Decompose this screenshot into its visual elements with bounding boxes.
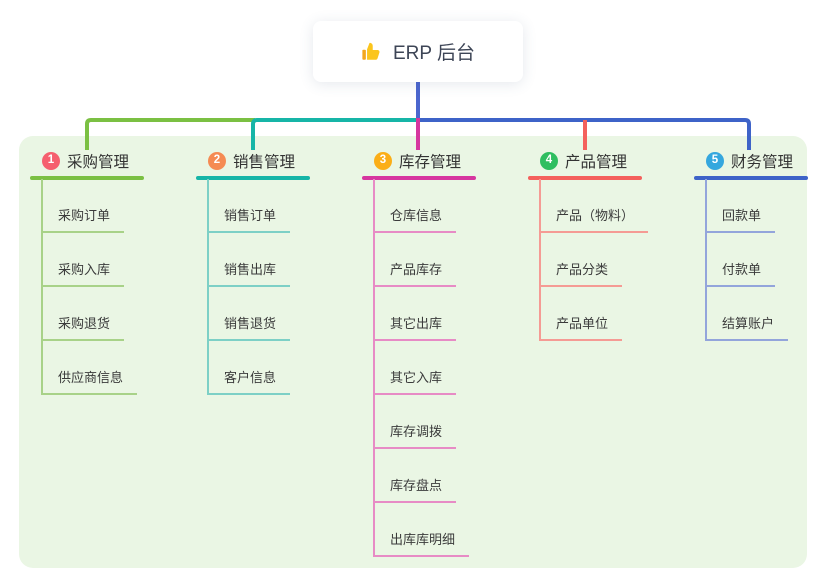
branch-vline	[41, 179, 43, 395]
child-node-label: 采购入库	[58, 262, 111, 277]
child-node-label: 产品库存	[390, 262, 443, 277]
branch-children-4: 产品（物料） 产品分类产品单位	[539, 179, 649, 341]
child-node[interactable]: 采购退货	[41, 287, 125, 341]
branch-topic-5[interactable]: 5 财务管理	[694, 150, 808, 180]
child-node-label: 库存调拨	[390, 424, 443, 439]
branch-underline	[528, 176, 642, 180]
branch-children-1: 采购订单采购入库采购退货供应商信息	[41, 179, 138, 395]
child-node[interactable]: 产品单位	[539, 287, 623, 341]
root-node[interactable]: ERP 后台	[313, 21, 523, 82]
branch-topic-1[interactable]: 1 采购管理	[30, 150, 144, 180]
child-node[interactable]: 其它入库	[373, 341, 457, 395]
branch-number-badge: 5	[706, 152, 724, 170]
root-node-label: ERP 后台	[392, 43, 475, 64]
child-node[interactable]: 产品库存	[373, 233, 457, 287]
child-node-label: 销售订单	[224, 208, 277, 223]
branch-vline	[705, 179, 707, 341]
child-node-label: 销售退货	[224, 316, 277, 331]
child-node-label: 销售出库	[224, 262, 277, 277]
branch-vline	[207, 179, 209, 395]
child-node-label: 仓库信息	[390, 208, 443, 223]
branch-children-3: 仓库信息产品库存其它出库其它入库库存调拨库存盘点出库库明细	[373, 179, 470, 557]
child-node-label: 采购订单	[58, 208, 111, 223]
child-node[interactable]: 结算账户	[705, 287, 789, 341]
branch-title: 采购管理	[67, 154, 130, 171]
child-node-label: 付款单	[722, 262, 762, 277]
child-node[interactable]: 销售退货	[207, 287, 291, 341]
branch-topic-3[interactable]: 3 库存管理	[362, 150, 476, 180]
branch-topic-2[interactable]: 2 销售管理	[196, 150, 310, 180]
child-node[interactable]: 销售出库	[207, 233, 291, 287]
child-node[interactable]: 回款单	[705, 179, 776, 233]
child-node[interactable]: 出库库明细	[373, 503, 470, 557]
child-node-label: 客户信息	[224, 370, 277, 385]
child-node[interactable]: 库存调拨	[373, 395, 457, 449]
child-node[interactable]: 付款单	[705, 233, 776, 287]
child-node-label: 库存盘点	[390, 478, 443, 493]
child-node-label: 供应商信息	[58, 370, 124, 385]
branch-title: 财务管理	[731, 154, 794, 171]
child-node[interactable]: 产品分类	[539, 233, 623, 287]
child-node[interactable]: 产品（物料）	[539, 179, 649, 233]
child-node[interactable]: 供应商信息	[41, 341, 138, 395]
child-node[interactable]: 采购入库	[41, 233, 125, 287]
thumbs-up-icon	[362, 42, 380, 60]
child-node-label: 回款单	[722, 208, 762, 223]
branch-title: 产品管理	[565, 154, 628, 171]
child-node[interactable]: 销售订单	[207, 179, 291, 233]
child-node[interactable]: 客户信息	[207, 341, 291, 395]
branches-panel-background	[19, 136, 807, 568]
branch-underline	[196, 176, 310, 180]
branch-vline	[373, 179, 375, 557]
child-node-label: 产品（物料）	[556, 208, 635, 223]
branch-number-badge: 4	[540, 152, 558, 170]
branch-underline	[694, 176, 808, 180]
branch-number-badge: 2	[208, 152, 226, 170]
child-node-label: 出库库明细	[390, 532, 456, 547]
branch-number-badge: 3	[374, 152, 392, 170]
child-node[interactable]: 库存盘点	[373, 449, 457, 503]
branch-topic-4[interactable]: 4 产品管理	[528, 150, 642, 180]
branch-vline	[539, 179, 541, 341]
branch-underline	[362, 176, 476, 180]
child-node-label: 产品分类	[556, 262, 609, 277]
child-node-label: 采购退货	[58, 316, 111, 331]
child-node-label: 结算账户	[722, 316, 775, 331]
child-node[interactable]: 其它出库	[373, 287, 457, 341]
branch-title: 库存管理	[399, 154, 462, 171]
child-node[interactable]: 仓库信息	[373, 179, 457, 233]
branch-children-5: 回款单付款单结算账户	[705, 179, 789, 341]
branch-title: 销售管理	[233, 154, 296, 171]
branch-children-2: 销售订单销售出库销售退货客户信息	[207, 179, 291, 395]
child-node-label: 其它出库	[390, 316, 443, 331]
child-node[interactable]: 采购订单	[41, 179, 125, 233]
branch-underline	[30, 176, 144, 180]
child-node-label: 产品单位	[556, 316, 609, 331]
child-node-label: 其它入库	[390, 370, 443, 385]
branch-number-badge: 1	[42, 152, 60, 170]
